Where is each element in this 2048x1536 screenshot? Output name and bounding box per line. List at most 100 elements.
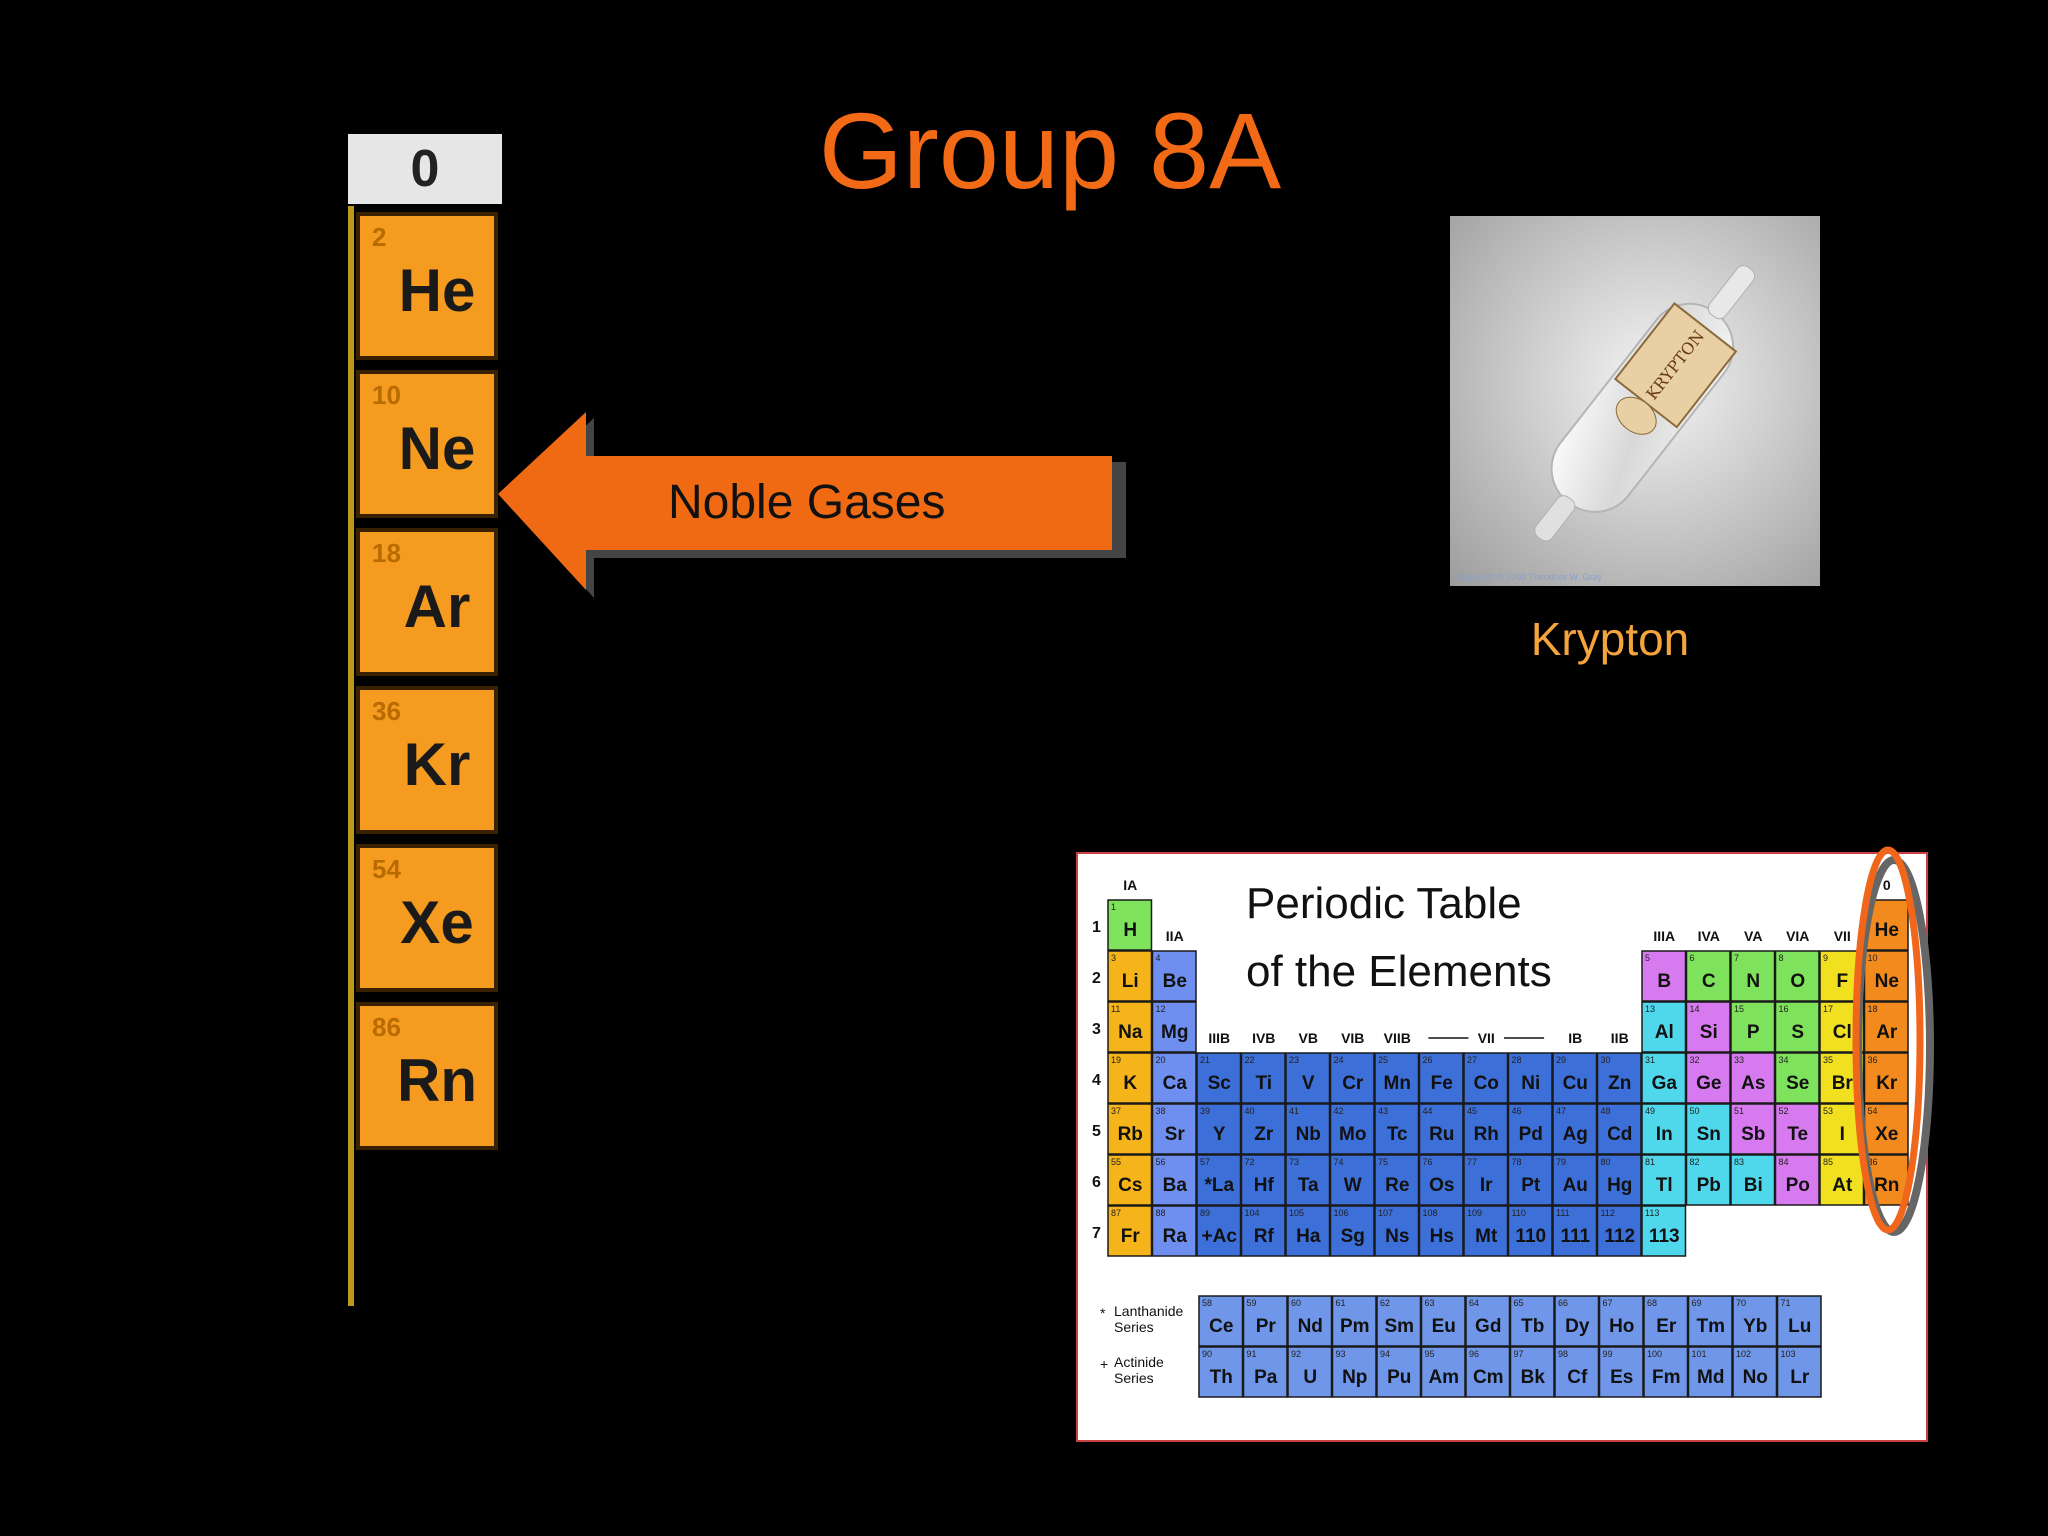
element-symbol: Cr [1342,1073,1364,1094]
element-symbol: Mt [1475,1226,1498,1247]
atomic-number: 2 [372,222,387,252]
atomic-number: 44 [1423,1106,1433,1116]
element-symbol: Ti [1255,1073,1272,1094]
element-symbol: Eu [1432,1316,1456,1337]
element-symbol: C [1702,971,1716,992]
atomic-number: 74 [1334,1157,1344,1167]
element-symbol: Sm [1384,1316,1414,1337]
element-symbol: Na [1118,1022,1143,1043]
atomic-number: 46 [1512,1106,1522,1116]
periodic-table-graphic: Periodic Table of the Elements 1H2He3Li4… [1092,877,1909,1398]
atomic-number: 6 [1690,953,1695,963]
atomic-number: 111 [1556,1208,1570,1218]
group-header: 0 [348,134,502,204]
element-symbol: Sb [1741,1124,1765,1145]
element-symbol: Gd [1475,1316,1501,1337]
atomic-number: 64 [1469,1298,1479,1308]
atomic-number: 33 [1734,1055,1744,1065]
atomic-number: 86 [1868,1157,1878,1167]
atomic-number: 24 [1334,1055,1344,1065]
arrow-label: Noble Gases [668,476,946,529]
noble-gas-column: 0 2 He 10 Ne 18 Ar 36 Kr 54 Xe 86 Rn [348,134,502,1306]
atomic-number: 36 [372,696,401,726]
atomic-number: 27 [1467,1055,1477,1065]
element-symbol: Ar [1876,1022,1898,1043]
element-symbol: 112 [1604,1226,1635,1247]
element-cell-li: 3Li [1107,950,1153,1002]
atomic-number: 21 [1200,1055,1210,1065]
element-symbol: Rh [1474,1124,1499,1145]
atomic-number: 52 [1779,1106,1789,1116]
atomic-number: 28 [1512,1055,1522,1065]
atomic-number: 25 [1378,1055,1388,1065]
element-symbol: Ta [1298,1175,1319,1196]
atomic-number: 12 [1156,1004,1166,1014]
atomic-number: 4 [1156,953,1161,963]
group-label: 0 [1883,877,1891,893]
element-cell-b: 5B [1641,950,1687,1002]
element-cell-s: 16S [1774,1001,1820,1053]
element-symbol: 110 [1515,1226,1546,1247]
group-label: IIIA [1653,928,1675,944]
atomic-number: 83 [1734,1157,1744,1167]
atomic-number: 66 [1558,1298,1568,1308]
atomic-number: 102 [1736,1349,1751,1359]
element-symbol: Hf [1254,1175,1275,1196]
atomic-number: 16 [1779,1004,1789,1014]
atomic-number: 1 [1111,902,1116,912]
atomic-number: 63 [1425,1298,1435,1308]
element-symbol: V [1302,1073,1315,1094]
atomic-number: 29 [1556,1055,1566,1065]
atomic-number: 96 [1469,1349,1479,1359]
atomic-number: 91 [1247,1349,1257,1359]
atomic-number: 62 [1380,1298,1390,1308]
atomic-number: 82 [1690,1157,1700,1167]
atomic-number: 15 [1734,1004,1744,1014]
atomic-number: 14 [1690,1004,1700,1014]
atomic-number: 65 [1514,1298,1524,1308]
element-symbol: K [1123,1073,1137,1094]
element-cell-h: 1H [1107,899,1153,951]
group-label: IIB [1611,1030,1629,1046]
element-symbol: O [1790,971,1805,992]
atomic-number: 43 [1378,1106,1388,1116]
atomic-number: 88 [1156,1208,1166,1218]
element-symbol: Sn [1697,1124,1721,1145]
atomic-number: 54 [372,854,401,884]
pt-title-line1: Periodic Table [1246,879,1522,928]
arrow-left-icon [498,412,1126,598]
element-symbol: Ag [1563,1124,1588,1145]
atomic-number: 75 [1378,1157,1388,1167]
element-symbol: Es [1610,1367,1633,1388]
atomic-number: 55 [1111,1157,1121,1167]
atomic-number: 18 [1868,1004,1878,1014]
element-symbol: Re [1385,1175,1409,1196]
atomic-number: 89 [1200,1208,1210,1218]
element-symbol: Cf [1567,1367,1588,1388]
krypton-bottle-image: KRYPTON Copyright © 2003 Theodore W. Gra… [1450,216,1820,586]
period-label: 6 [1092,1174,1101,1191]
atomic-number: 69 [1692,1298,1702,1308]
